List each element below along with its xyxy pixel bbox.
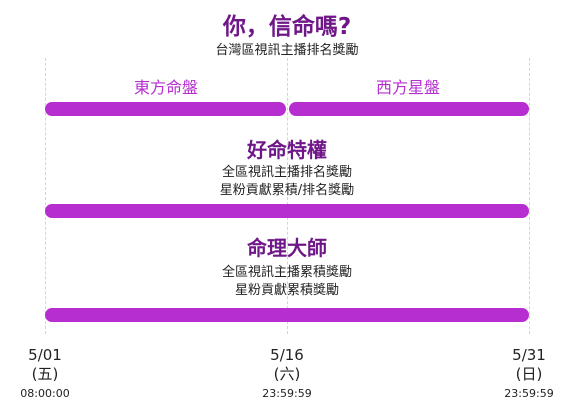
tick-end-weekday: (日) <box>515 365 543 383</box>
stage2-title: 好命特權 <box>247 138 327 162</box>
tick-start-time: 08:00:00 <box>20 387 70 400</box>
tick-mid-weekday: (六) <box>273 365 301 383</box>
tick-end: 5/31 (日) 23:59:59 <box>484 346 574 404</box>
tick-start: 5/01 (五) 08:00:00 <box>0 346 90 404</box>
main-title: 你，信命嗎? <box>222 14 352 40</box>
guide-line-start <box>45 58 46 334</box>
tick-end-time: 23:59:59 <box>504 387 554 400</box>
stage3-line-1: 全區視訊主播累積獎勵 <box>221 265 352 280</box>
guide-line-mid <box>287 58 288 334</box>
tick-end-date: 5/31 <box>512 346 546 364</box>
tick-start-date: 5/01 <box>28 346 62 364</box>
segment-bar-western <box>289 102 529 116</box>
stage2-line-1: 全區視訊主播排名獎勵 <box>221 165 352 180</box>
tick-start-weekday: (五) <box>31 365 59 383</box>
stage2-bar <box>45 204 529 218</box>
tick-mid-time: 23:59:59 <box>262 387 312 400</box>
segment-label-eastern: 東方命盤 <box>133 78 198 97</box>
tick-mid-date: 5/16 <box>270 346 304 364</box>
stage3-title: 命理大師 <box>247 236 327 260</box>
main-subtitle: 台灣區視訊主播排名獎勵 <box>215 43 359 58</box>
tick-mid: 5/16 (六) 23:59:59 <box>242 346 332 404</box>
stage3-line-2: 星粉貢獻累積獎勵 <box>234 283 339 298</box>
stage3-bar <box>45 308 529 322</box>
stage2-line-2: 星粉貢獻累積/排名獎勵 <box>219 183 355 198</box>
segment-bar-eastern <box>45 102 286 116</box>
guide-line-end <box>529 58 530 334</box>
segment-label-western: 西方星盤 <box>375 78 440 97</box>
